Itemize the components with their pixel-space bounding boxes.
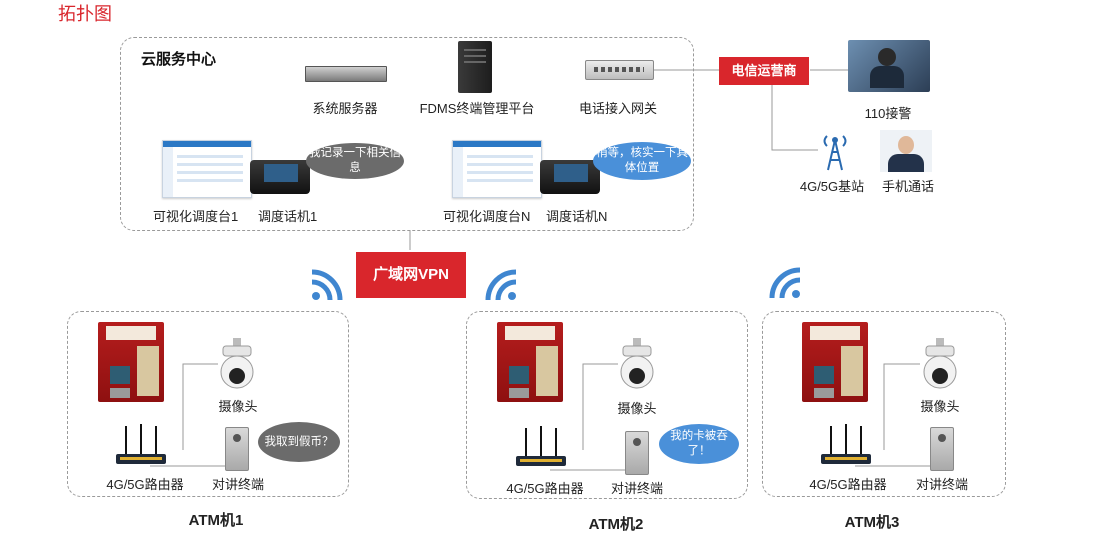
router-icon	[821, 424, 871, 464]
intercom-label: 对讲终端	[211, 477, 265, 492]
cloud-title: 云服务中心	[141, 51, 217, 68]
speech-bubble-atm-2: 我的卡被吞了！	[659, 424, 739, 464]
system-server-label: 系统服务器	[312, 101, 378, 116]
wan-vpn-box: 广域网VPN	[356, 252, 466, 298]
console-n-label: 可视化调度台N	[443, 209, 531, 224]
intercom-icon	[625, 431, 649, 475]
atm-machine-icon	[497, 322, 563, 402]
page-title: 拓扑图	[58, 4, 112, 24]
intercom-label: 对讲终端	[915, 477, 969, 492]
dispatch-console-1-icon	[162, 140, 252, 198]
mobile-call-label: 手机通话	[881, 179, 935, 194]
atm-group-1	[67, 311, 349, 497]
base-station-icon	[823, 135, 847, 171]
intercom-icon	[225, 427, 249, 471]
atm-3-title: ATM机3	[844, 514, 900, 531]
gateway-icon	[585, 60, 654, 80]
atm-group-2	[466, 311, 748, 499]
camera-icon	[220, 338, 254, 389]
police-label: 110接警	[864, 106, 912, 121]
wifi-signal-icon	[311, 269, 343, 301]
base-station-label: 4G/5G基站	[799, 179, 865, 194]
camera-icon	[620, 338, 654, 389]
atm-2-title: ATM机2	[588, 516, 644, 533]
camera-label: 摄像头	[920, 399, 960, 414]
intercom-icon	[930, 427, 954, 471]
atm-machine-icon	[98, 322, 164, 402]
atm-group-3	[762, 311, 1006, 497]
router-label: 4G/5G路由器	[106, 477, 184, 492]
dispatch-phone-1-icon	[250, 160, 310, 194]
console-1-label: 可视化调度台1	[153, 209, 239, 224]
phone-gateway-label: 电话接入网关	[578, 101, 658, 116]
camera-label: 摄像头	[617, 401, 657, 416]
mobile-caller-icon	[880, 130, 932, 172]
router-icon	[516, 426, 566, 466]
dispatch-phone-n-icon	[540, 160, 600, 194]
cloud-service-group	[120, 37, 694, 231]
router-icon	[116, 424, 166, 464]
rack-server-icon	[305, 66, 387, 82]
router-label: 4G/5G路由器	[809, 477, 887, 492]
dispatch-console-n-icon	[452, 140, 542, 198]
atm-1-title: ATM机1	[188, 512, 244, 529]
phone-1-label: 调度话机1	[258, 209, 318, 224]
atm-machine-icon	[802, 322, 868, 402]
fdms-label: FDMS终端管理平台	[419, 101, 535, 116]
police-operator-icon	[848, 40, 930, 92]
router-label: 4G/5G路由器	[506, 481, 584, 496]
camera-icon	[923, 338, 957, 389]
phone-n-label: 调度话机N	[546, 209, 608, 224]
speech-bubble-console-n: 稍等，核实一下具体位置	[593, 142, 691, 180]
telecom-operator-box: 电信运营商	[719, 57, 809, 85]
wifi-signal-icon	[485, 269, 517, 301]
camera-label: 摄像头	[218, 399, 258, 414]
intercom-label: 对讲终端	[610, 481, 664, 496]
speech-bubble-console-1: 我记录一下相关信息	[306, 143, 404, 179]
wifi-signal-icon	[769, 267, 801, 299]
speech-bubble-atm-1: 我取到假币？	[258, 422, 340, 462]
tower-server-icon	[458, 41, 492, 93]
